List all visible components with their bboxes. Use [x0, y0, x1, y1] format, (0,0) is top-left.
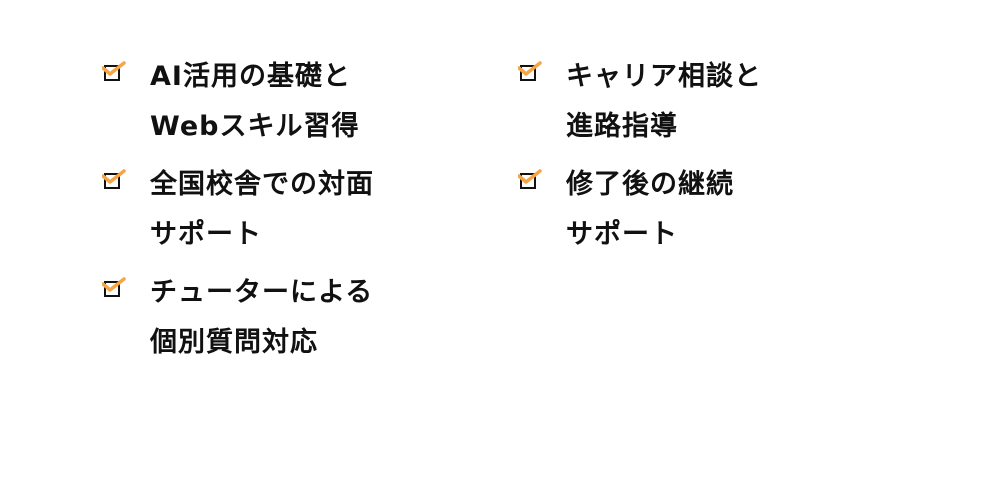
- checkbox-checked-icon: [102, 277, 126, 297]
- checkbox-checked-icon: [102, 61, 126, 81]
- feature-line-1: 修了後の継続: [566, 169, 734, 200]
- feature-item-post-completion-support: 修了後の継続 サポート: [518, 160, 762, 268]
- feature-line-1: キャリア相談と: [566, 61, 762, 92]
- feature-text: AI活用の基礎と Webスキル習得: [150, 52, 374, 152]
- feature-text: 全国校舎での対面 サポート: [150, 160, 374, 260]
- feature-text: キャリア相談と 進路指導: [566, 52, 762, 152]
- feature-item-tutor-questions: チューターによる 個別質問対応: [102, 268, 374, 376]
- feature-text: チューターによる 個別質問対応: [150, 268, 374, 368]
- checkbox-checked-icon: [102, 169, 126, 189]
- feature-line-2: サポート: [566, 219, 678, 250]
- feature-line-2: Webスキル習得: [150, 111, 360, 142]
- feature-item-in-person-support: 全国校舎での対面 サポート: [102, 160, 374, 268]
- feature-line-2: サポート: [150, 219, 262, 250]
- feature-line-1: AI活用の基礎と: [150, 61, 351, 92]
- feature-item-career-counseling: キャリア相談と 進路指導: [518, 52, 762, 160]
- feature-text: 修了後の継続 サポート: [566, 160, 762, 260]
- feature-line-1: チューターによる: [150, 277, 374, 308]
- feature-item-ai-web-skills: AI活用の基礎と Webスキル習得: [102, 52, 374, 160]
- feature-list-left: AI活用の基礎と Webスキル習得 全国校舎での対面 サポート チューターによる…: [102, 52, 374, 376]
- feature-line-2: 個別質問対応: [150, 327, 318, 358]
- checkbox-checked-icon: [518, 61, 542, 81]
- checkbox-checked-icon: [518, 169, 542, 189]
- feature-line-1: 全国校舎での対面: [150, 169, 374, 200]
- feature-line-2: 進路指導: [566, 111, 678, 142]
- feature-list-right: キャリア相談と 進路指導 修了後の継続 サポート: [518, 52, 762, 268]
